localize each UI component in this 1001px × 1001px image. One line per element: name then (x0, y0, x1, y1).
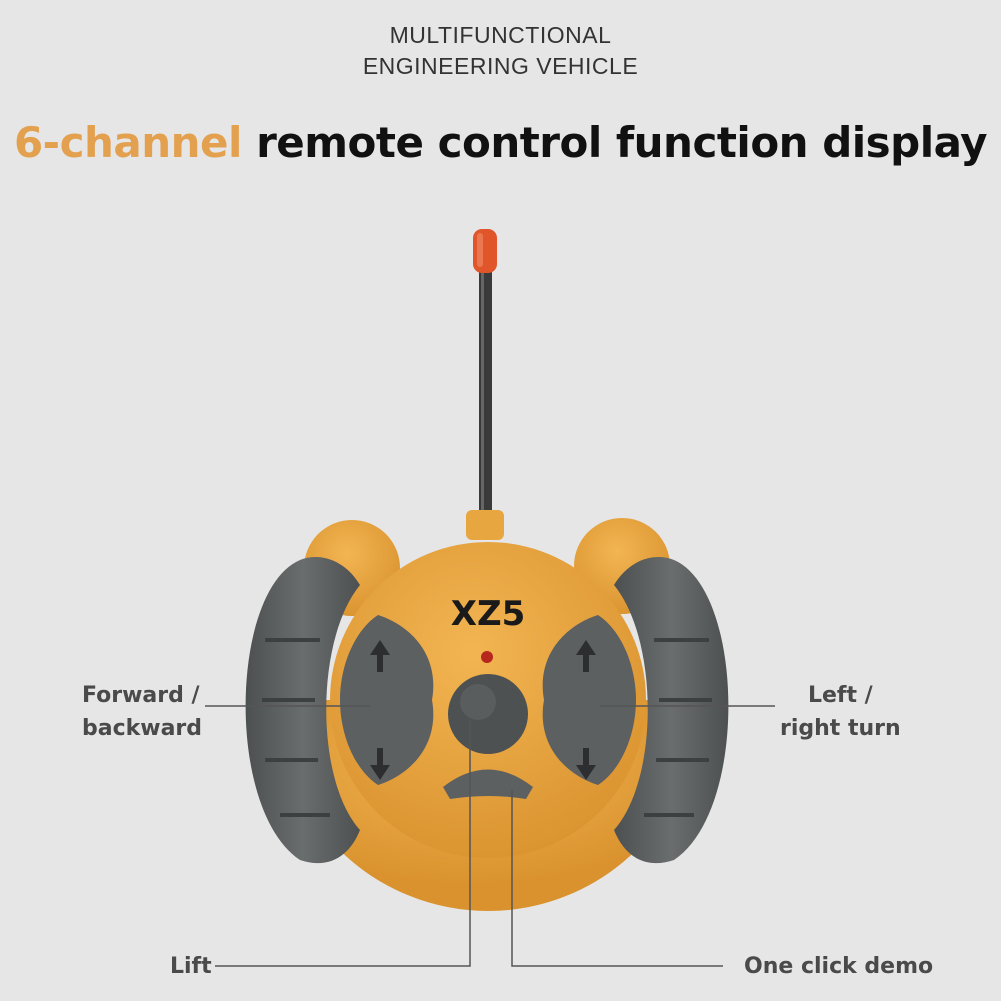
brand-logo: XZ5 (451, 594, 526, 634)
left-grip (245, 557, 360, 864)
one-click-demo-button[interactable] (443, 769, 533, 800)
arrow-up-icon (576, 640, 596, 672)
callout-forward-backward-line2: backward (82, 716, 203, 741)
callout-one-click-demo: One click demo (744, 954, 934, 979)
headline: 6-channel remote control function displa… (0, 118, 1001, 167)
forward-backward-button[interactable] (340, 615, 434, 785)
callout-forward-backward-line1: Forward / (82, 683, 200, 708)
antenna (466, 229, 504, 540)
headline-rest: remote control function display (256, 118, 988, 167)
callout-left-right-line1: Left / (807, 683, 873, 708)
subtitle-line-1: MULTIFUNCTIONAL (389, 22, 612, 48)
callout-lift: Lift (170, 954, 212, 979)
headline-accent: 6-channel (13, 118, 242, 167)
subtitle-line-2: ENGINEERING VEHICLE (362, 53, 639, 79)
indicator-led (481, 651, 493, 663)
callout-forward-backward: Forward / backward (82, 679, 202, 745)
arrow-down-icon (370, 748, 390, 780)
arrow-down-icon (576, 748, 596, 780)
subtitle: MULTIFUNCTIONAL ENGINEERING VEHICLE (0, 20, 1001, 82)
callout-left-right-line2: right turn (780, 716, 901, 741)
callout-left-right-turn: Left / right turn (780, 679, 901, 745)
right-grip (614, 557, 729, 864)
callout-lines (205, 705, 775, 967)
arrow-up-icon (370, 640, 390, 672)
left-right-turn-button[interactable] (542, 615, 636, 785)
antenna-tip (473, 229, 497, 273)
